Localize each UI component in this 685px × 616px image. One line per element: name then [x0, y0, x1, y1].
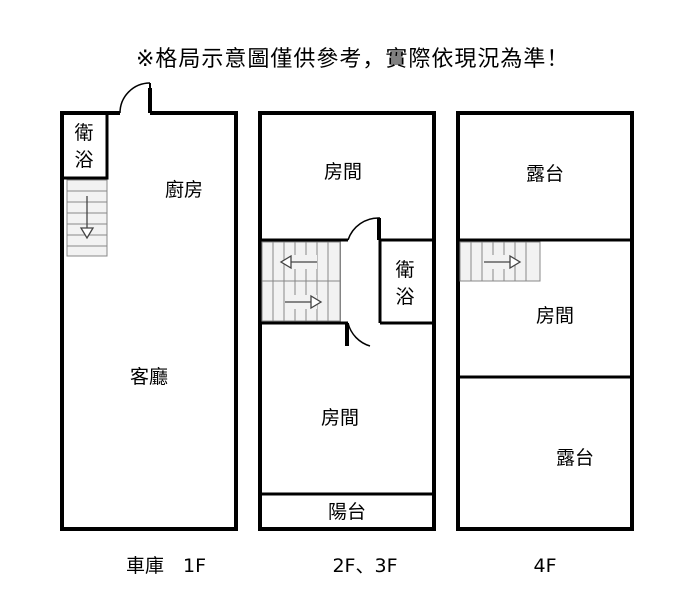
floor-2-3-bathroom-label-line1: 衛 [395, 259, 414, 281]
floor-4-top-terrace-label: 露台 [526, 163, 564, 185]
floor-2-3-caption: 2F、3F [332, 555, 397, 577]
floor-2-3-door-lower [345, 322, 371, 347]
floor-1-kitchen-label: 廚房 [165, 178, 203, 201]
floor-4-plan: 露台 房間 露台 4F [456, 111, 634, 577]
floor-4-stair-arrow [484, 254, 522, 270]
floor-2-3-stairs [261, 241, 341, 322]
floor-1-bathroom-label-line2: 浴 [74, 149, 93, 171]
floor-1-outer-wall [60, 111, 238, 531]
floor-1-stair-arrow [79, 196, 95, 240]
floor-1-stairs [66, 179, 108, 257]
floor-1-living-room-label: 客廳 [130, 366, 168, 388]
floor-1-bathroom-wall [60, 111, 109, 180]
floor-1-door-gap [120, 110, 150, 117]
floor-2-3-door-upper [347, 217, 381, 241]
floor-2-3-top-room-label: 房間 [324, 161, 362, 183]
floor-1-plan: 衛 浴 廚房 客廳 車庫 1F [60, 82, 238, 577]
floor-1-door [119, 82, 152, 114]
floor-2-3-bottom-room-label: 房間 [321, 407, 359, 429]
floor-4-caption: 4F [533, 555, 556, 577]
floor-1-bathroom-label-line1: 衛 [74, 122, 93, 144]
floor-4-bottom-terrace-label: 露台 [556, 447, 594, 469]
floor-4-outer-wall [456, 111, 634, 531]
floor-2-3-outer-wall [258, 111, 436, 531]
floor-2-3-bathroom-label-line2: 浴 [395, 286, 414, 308]
floor-2-3-stair-arrow-left [279, 254, 317, 270]
floor-4-stairs [459, 241, 541, 282]
disclaimer-text: ※格局示意圖僅供參考，實際依現況為準！ [136, 47, 569, 72]
floor-2-3-balcony-label: 陽台 [328, 501, 366, 523]
floor-1-caption: 車庫 1F [126, 555, 206, 577]
floor-2-3-stair-arrow-right [285, 294, 323, 310]
floor-4-room-label: 房間 [536, 305, 574, 327]
floor-2-3-plan: 房間 衛 浴 房間 陽台 2F、3F [258, 111, 436, 577]
